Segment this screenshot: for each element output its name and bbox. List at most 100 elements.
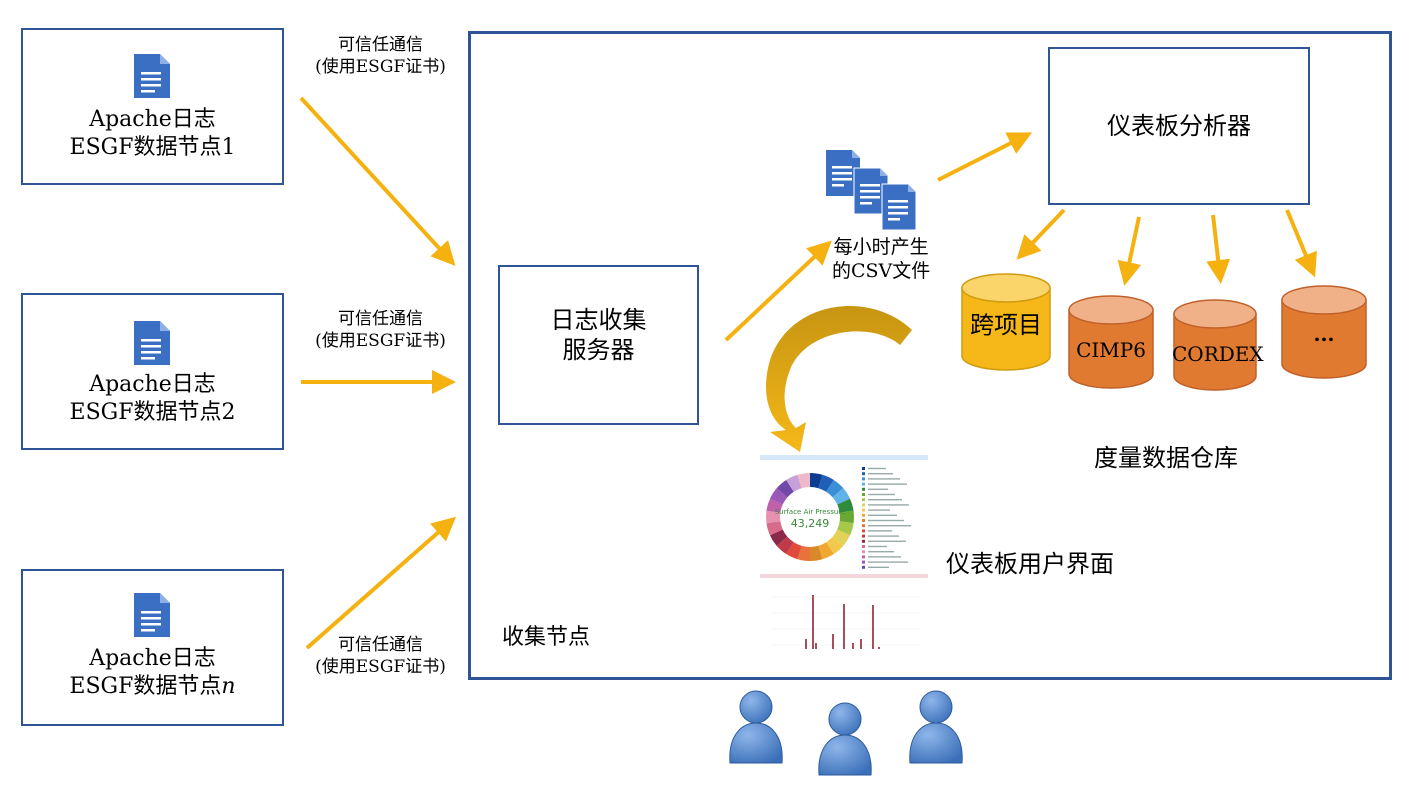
source-node-2: Apache日志 ESGF数据节点2 bbox=[21, 293, 284, 450]
donut-segment bbox=[826, 536, 844, 555]
donut-segment bbox=[818, 474, 834, 492]
legend-swatch bbox=[862, 555, 865, 559]
node-n-line1: Apache日志 bbox=[89, 646, 216, 671]
user-icon bbox=[729, 690, 783, 764]
legend-text-line bbox=[868, 566, 889, 568]
node-1-line2: ESGF数据节点1 bbox=[69, 134, 236, 160]
edge-label-1: 可信任通信 (使用ESGF证书) bbox=[293, 34, 468, 78]
node-n-line2: ESGF数据节点n bbox=[23, 673, 282, 701]
donut-segment bbox=[766, 510, 781, 524]
node-n-index: n bbox=[221, 673, 236, 699]
user-icon bbox=[818, 702, 872, 776]
donut-segment bbox=[769, 529, 788, 546]
donut-segment bbox=[769, 488, 788, 505]
legend-swatch bbox=[862, 498, 865, 502]
arrow-analyzer-to-cordex bbox=[1206, 214, 1231, 284]
arrow-noden-to-collector bbox=[305, 516, 457, 650]
legend-text-line bbox=[868, 478, 900, 480]
db-cimp6-label: CIMP6 bbox=[1076, 338, 1146, 362]
db-cross-project-label: 跨项目 bbox=[970, 311, 1042, 339]
source-node-1: Apache日志 ESGF数据节点1 bbox=[21, 28, 284, 185]
node-2-line1: Apache日志 bbox=[89, 372, 216, 397]
donut-segment bbox=[766, 498, 783, 513]
bar bbox=[860, 639, 862, 649]
dashboard-analyzer: 仪表板分析器 bbox=[1048, 47, 1310, 205]
arrow-node1-to-collector bbox=[299, 96, 456, 266]
db-cimp6 bbox=[1068, 295, 1154, 389]
donut-segment bbox=[786, 474, 802, 492]
donut-segment bbox=[776, 536, 794, 555]
legend-text-line bbox=[868, 514, 897, 516]
legend-text-line bbox=[868, 499, 902, 501]
bar-chart bbox=[772, 595, 920, 649]
bar bbox=[843, 604, 845, 649]
arrow-analyzer-to-cimp6 bbox=[1117, 216, 1142, 286]
legend-swatch bbox=[862, 545, 865, 548]
log-collection-server: 日志收集 服务器 bbox=[498, 265, 699, 425]
legend-text-line bbox=[868, 467, 886, 470]
node-2-line2: ESGF数据节点2 bbox=[69, 399, 236, 425]
legend-swatch bbox=[862, 487, 865, 491]
legend-text-line bbox=[868, 540, 906, 542]
source-node-n: Apache日志 ESGF数据节点n bbox=[21, 569, 284, 726]
curved-arrow-to-dashboard bbox=[765, 306, 912, 452]
edge-label-2: 可信任通信 (使用ESGF证书) bbox=[293, 308, 468, 352]
legend-swatch bbox=[862, 482, 865, 486]
donut-segment bbox=[786, 542, 802, 560]
bar bbox=[878, 647, 880, 649]
csv-label-line2: 的CSV文件 bbox=[832, 259, 931, 282]
donut-segment bbox=[766, 521, 783, 536]
legend-swatch bbox=[862, 477, 865, 481]
donut-segment bbox=[837, 521, 854, 536]
arrow-analyzer-to-more bbox=[1285, 209, 1317, 278]
collection-node-label: 收集节点 bbox=[502, 625, 591, 650]
bar bbox=[852, 643, 854, 649]
warehouse-label: 度量数据仓库 bbox=[1094, 444, 1238, 472]
arrow-analyzer-to-cross-project bbox=[1016, 208, 1066, 260]
document-icon bbox=[134, 593, 170, 637]
legend-swatch bbox=[862, 534, 865, 538]
db-cordex bbox=[1173, 299, 1257, 391]
legend-text-line bbox=[868, 556, 901, 558]
donut-segment bbox=[832, 488, 851, 505]
node-1-line1: Apache日志 bbox=[89, 107, 216, 132]
legend-text-line bbox=[868, 493, 895, 496]
donut-title: Surface Air Pressure bbox=[775, 508, 846, 516]
edge-label-1-line2: (使用ESGF证书) bbox=[315, 57, 446, 78]
donut-value: 43,249 bbox=[791, 517, 830, 530]
legend-swatch bbox=[862, 472, 865, 476]
legend-swatch bbox=[862, 539, 865, 543]
edge-label-1-line1: 可信任通信 bbox=[338, 35, 423, 55]
db-more-label: ... bbox=[1313, 322, 1335, 346]
dashboard-ui-label: 仪表板用户界面 bbox=[946, 550, 1114, 578]
legend-swatch bbox=[862, 519, 865, 522]
csv-label-line1: 每小时产生 bbox=[833, 236, 929, 258]
donut-segment bbox=[810, 545, 823, 561]
arrow-server-to-csv bbox=[724, 240, 832, 342]
legend-text-line bbox=[868, 535, 899, 537]
document-icon bbox=[134, 54, 170, 98]
legend-text-line bbox=[868, 488, 888, 490]
donut-chart: Surface Air Pressure 43,249 bbox=[766, 467, 911, 569]
dashboard-thumbnail: Surface Air Pressure 43,249 bbox=[760, 455, 928, 665]
dashboard-header-bar bbox=[760, 455, 928, 460]
server-line1: 日志收集 bbox=[550, 306, 647, 334]
legend-text-line bbox=[868, 483, 907, 485]
donut-segment bbox=[818, 542, 834, 560]
legend-text-line bbox=[868, 519, 904, 522]
donut-segment bbox=[797, 545, 810, 561]
csv-files-icon bbox=[826, 150, 917, 231]
legend-swatch bbox=[862, 508, 865, 512]
legend-swatch bbox=[862, 503, 865, 507]
edge-label-n-line2: (使用ESGF证书) bbox=[315, 657, 446, 678]
legend-swatch bbox=[862, 560, 865, 564]
legend-text-line bbox=[868, 509, 890, 511]
edge-label-n-line1: 可信任通信 bbox=[338, 635, 423, 655]
legend-text-line bbox=[868, 473, 893, 475]
bar bbox=[805, 639, 807, 649]
legend-text-line bbox=[868, 545, 887, 548]
donut-segment bbox=[839, 510, 854, 524]
edge-label-2-line2: (使用ESGF证书) bbox=[315, 331, 446, 352]
legend-text-line bbox=[868, 530, 892, 532]
donut-segment bbox=[797, 473, 810, 489]
